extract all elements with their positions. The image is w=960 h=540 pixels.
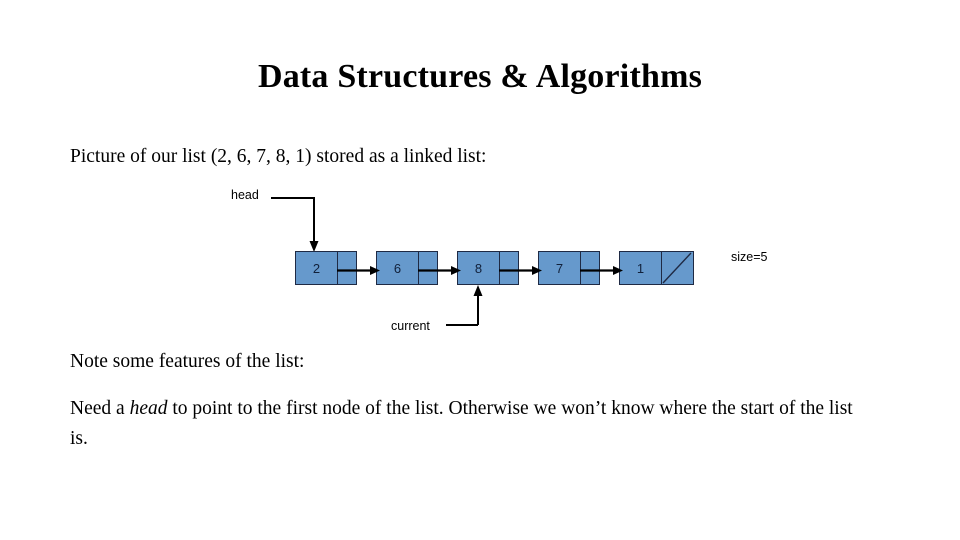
node-next-pointer [581,251,600,285]
list-node[interactable]: 1 [619,251,694,285]
list-node[interactable]: 6 [376,251,438,285]
intro-text: Picture of our list (2, 6, 7, 8, 1) stor… [70,146,487,167]
null-slash-icon [662,252,693,284]
node-next-pointer [500,251,519,285]
note-text: Note some features of the list: [70,351,305,372]
current-pointer-connector [446,285,494,327]
paragraph-after: to point to the first node of the list. … [70,398,853,449]
paragraph-before: Need a [70,398,130,419]
next-arrow [499,266,543,275]
node-next-pointer [419,251,438,285]
size-label: size=5 [731,250,768,264]
node-next-pointer [338,251,357,285]
node-value: 2 [295,251,338,285]
next-arrow [580,266,624,275]
node-null-pointer [662,251,694,285]
list-node[interactable]: 7 [538,251,600,285]
node-value: 8 [457,251,500,285]
head-label: head [231,188,259,202]
node-value: 6 [376,251,419,285]
list-node[interactable]: 8 [457,251,519,285]
next-arrow [337,266,381,275]
head-pointer-connector [270,196,322,254]
node-value: 1 [619,251,662,285]
list-node[interactable]: 2 [295,251,357,285]
node-value: 7 [538,251,581,285]
current-label: current [391,319,430,333]
paragraph-emphasis: head [129,398,168,419]
page-title: Data Structures & Algorithms [257,58,703,95]
next-arrow [418,266,462,275]
explanation-paragraph: Need a head to point to the first node o… [70,394,870,454]
